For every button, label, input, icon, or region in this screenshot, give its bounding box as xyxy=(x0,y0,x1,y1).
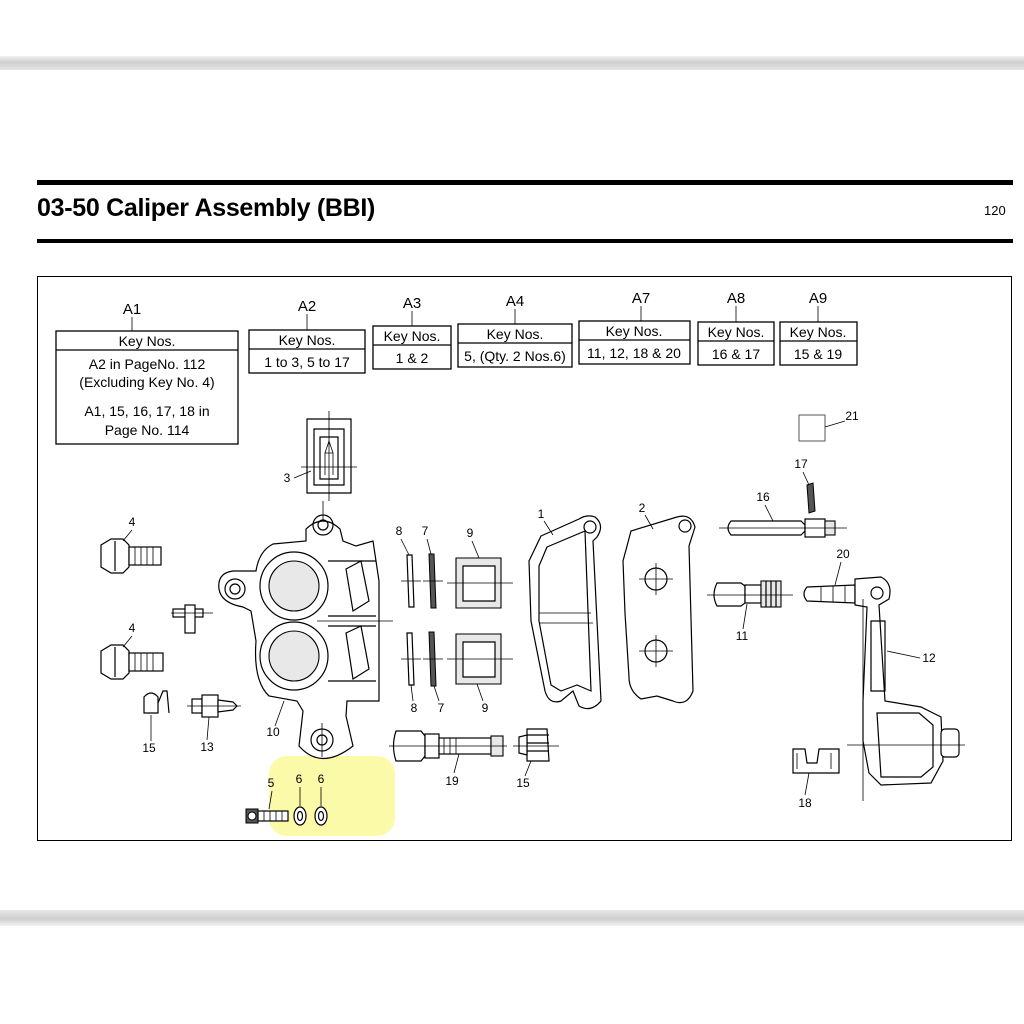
part-pad-backing-plate xyxy=(622,515,696,704)
table-header-a1: Key Nos. xyxy=(119,333,176,349)
part-small-bolt xyxy=(245,808,289,824)
part-21-outline xyxy=(798,414,826,442)
part-mounting-bolt-upper xyxy=(100,538,162,574)
header-rule-bottom xyxy=(37,239,1013,243)
svg-text:16 & 17: 16 & 17 xyxy=(712,346,760,362)
table-header-a8: Key Nos. xyxy=(708,324,765,340)
svg-text:11, 12, 18 & 20: 11, 12, 18 & 20 xyxy=(587,345,681,361)
part-dust-seal-lower xyxy=(401,632,421,686)
diagram-frame: A1 Key Nos. A2 in PageNo. 112 (Excluding… xyxy=(37,276,1012,841)
assembly-table-a1: A1 Key Nos. A2 in PageNo. 112 (Excluding… xyxy=(55,301,239,445)
callout-17: 17 xyxy=(794,457,808,471)
svg-text:5, (Qty. 2 Nos.6): 5, (Qty. 2 Nos.6) xyxy=(464,348,566,364)
table-header-a4: Key Nos. xyxy=(487,326,544,342)
callout-5: 5 xyxy=(268,776,275,790)
assembly-code-a1: A1 xyxy=(123,301,141,318)
assembly-code-a8: A8 xyxy=(727,290,745,307)
callout-19: 19 xyxy=(445,774,459,788)
callout-18: 18 xyxy=(798,796,812,810)
assembly-table-a3: A3 Key Nos. 1 & 2 xyxy=(372,295,452,370)
bottom-page-band xyxy=(0,910,1024,926)
part-pad-spring xyxy=(792,748,840,774)
callout-9-lower: 9 xyxy=(482,701,489,715)
part-retaining-clip xyxy=(806,482,816,514)
assembly-code-a3: A3 xyxy=(403,295,421,312)
part-dust-cap xyxy=(143,690,170,714)
part-mounting-bolt-lower xyxy=(100,644,164,680)
assembly-table-a9: A9 Key Nos. 15 & 19 xyxy=(779,290,858,366)
assembly-code-a2: A2 xyxy=(298,298,316,315)
table-header-a9: Key Nos. xyxy=(790,324,847,340)
part-slide-pin xyxy=(389,730,507,762)
assembly-code-a9: A9 xyxy=(809,290,827,307)
callout-14: 15 xyxy=(142,741,156,755)
callout-12: 12 xyxy=(922,651,936,665)
part-guide-pin xyxy=(719,518,847,538)
part-brake-pad-inner xyxy=(528,515,602,710)
part-piston-lower xyxy=(447,633,513,685)
highlight-region xyxy=(269,756,395,836)
top-page-band xyxy=(0,56,1024,70)
callout-10: 10 xyxy=(266,725,280,739)
page-title: 03-50 Caliper Assembly (BBI) xyxy=(37,194,376,222)
svg-text:1 to 3, 5 to 17: 1 to 3, 5 to 17 xyxy=(264,354,350,370)
assembly-table-a8: A8 Key Nos. 16 & 17 xyxy=(697,290,775,366)
assembly-table-a7: A7 Key Nos. 11, 12, 18 & 20 xyxy=(578,290,691,365)
svg-text:A1, 15, 16, 17, 18 in: A1, 15, 16, 17, 18 in xyxy=(84,403,209,419)
callout-6-a: 6 xyxy=(296,772,303,786)
callout-6-b: 6 xyxy=(318,772,325,786)
callout-20: 20 xyxy=(836,547,850,561)
callout-4-lower: 4 xyxy=(129,621,136,635)
svg-text:A2 in PageNo. 112: A2 in PageNo. 112 xyxy=(89,356,206,372)
table-header-a2: Key Nos. xyxy=(279,332,336,348)
exploded-parts-diagram: A1 Key Nos. A2 in PageNo. 112 (Excluding… xyxy=(55,290,965,836)
part-spring-clip xyxy=(301,411,357,501)
callout-7-upper: 7 xyxy=(422,524,429,538)
callout-8-lower: 8 xyxy=(411,701,418,715)
part-piston-seal-lower xyxy=(423,631,443,687)
callout-21: 21 xyxy=(845,409,859,423)
part-bleed-fitting xyxy=(171,604,213,634)
callout-2: 2 xyxy=(639,501,646,515)
svg-text:1 & 2: 1 & 2 xyxy=(396,350,429,366)
svg-text:(Excluding Key No. 4): (Excluding Key No. 4) xyxy=(79,374,214,390)
assembly-code-a7: A7 xyxy=(632,290,650,307)
callout-1: 1 xyxy=(538,507,545,521)
assembly-code-a4: A4 xyxy=(506,293,524,310)
part-washer-a xyxy=(293,806,307,826)
svg-text:15 & 19: 15 & 19 xyxy=(794,346,842,362)
callout-7-lower: 7 xyxy=(438,701,445,715)
part-caliper-bracket xyxy=(847,576,965,801)
page-number: 120 xyxy=(984,203,1006,218)
part-piston-upper xyxy=(447,557,513,609)
table-header-a3: Key Nos. xyxy=(384,328,441,344)
callout-11: 11 xyxy=(736,629,749,643)
assembly-table-a4: A4 Key Nos. 5, (Qty. 2 Nos.6) xyxy=(457,293,573,368)
part-washer-b xyxy=(314,806,328,826)
part-rubber-boot xyxy=(513,728,559,762)
callout-4-upper: 4 xyxy=(129,515,136,529)
part-piston-seal-upper xyxy=(423,553,443,609)
callout-13: 13 xyxy=(200,740,214,754)
part-bushing xyxy=(707,580,793,608)
callout-3: 3 xyxy=(284,471,291,485)
part-dust-seal-upper xyxy=(401,554,421,608)
table-header-a7: Key Nos. xyxy=(606,323,663,339)
svg-text:Page No. 114: Page No. 114 xyxy=(105,422,190,438)
callout-15: 15 xyxy=(516,776,530,790)
callout-16: 16 xyxy=(756,490,770,504)
callout-9-upper: 9 xyxy=(467,526,474,540)
callout-labels: 3 4 4 10 15 13 5 6 6 8 7 9 8 7 9 1 2 19 xyxy=(122,409,936,810)
callout-8-upper: 8 xyxy=(396,524,403,538)
assembly-table-a2: A2 Key Nos. 1 to 3, 5 to 17 xyxy=(248,298,366,374)
part-support-pin xyxy=(803,584,856,604)
part-bleeder-screw xyxy=(187,694,241,718)
header-rule-top xyxy=(37,180,1013,185)
part-caliper-body xyxy=(218,501,393,759)
